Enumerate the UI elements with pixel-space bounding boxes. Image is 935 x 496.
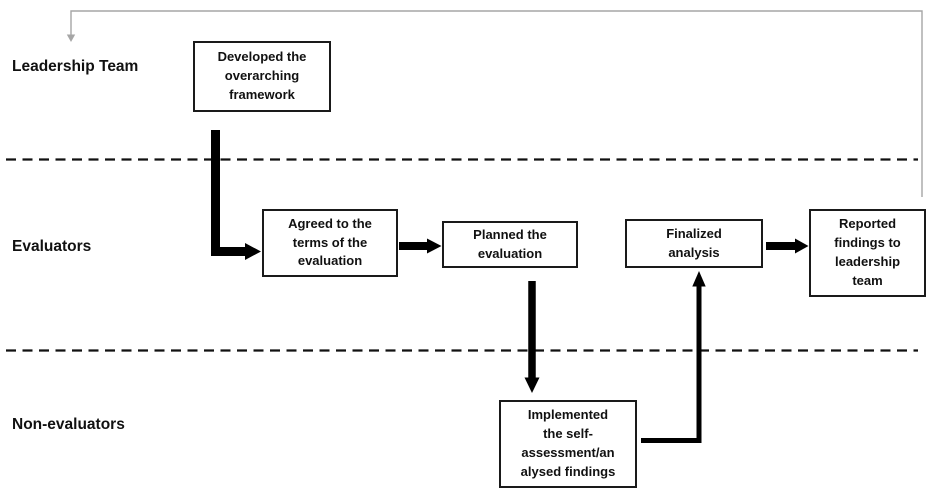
arrow-implemented-to-finalized	[641, 271, 706, 443]
flow-box-planned-evaluation: Planned the evaluation	[442, 221, 578, 268]
flow-box-finalized-analysis: Finalized analysis	[625, 219, 763, 268]
lane-label-evaluators: Evaluators	[12, 238, 92, 255]
flow-box-agreed-terms: Agreed to the terms of the evaluation	[262, 209, 398, 277]
arrowhead-icon	[524, 377, 540, 393]
lane-label-non-evaluators: Non-evaluators	[12, 416, 125, 433]
lane-label-leadership-team: Leadership Team	[12, 58, 139, 75]
arrowhead-icon	[245, 243, 261, 260]
arrow-finalized-to-reported	[766, 238, 809, 254]
feedback-arrow	[66, 10, 923, 197]
arrowhead-icon	[427, 238, 442, 254]
arrow-planned-to-implemented	[524, 281, 540, 393]
flow-box-implemented-self-assessment: Implemented the self- assessment/an alys…	[499, 400, 637, 488]
arrowhead-icon	[692, 271, 706, 287]
flow-box-developed-framework: Developed the overarching framework	[193, 41, 331, 112]
arrow-developed-to-agreed	[211, 130, 261, 260]
arrow-agreed-to-planned	[399, 238, 442, 254]
feedback-arrowhead-icon	[66, 34, 76, 42]
arrowhead-icon	[795, 238, 809, 254]
flow-box-reported-findings: Reported findings to leadership team	[809, 209, 926, 297]
